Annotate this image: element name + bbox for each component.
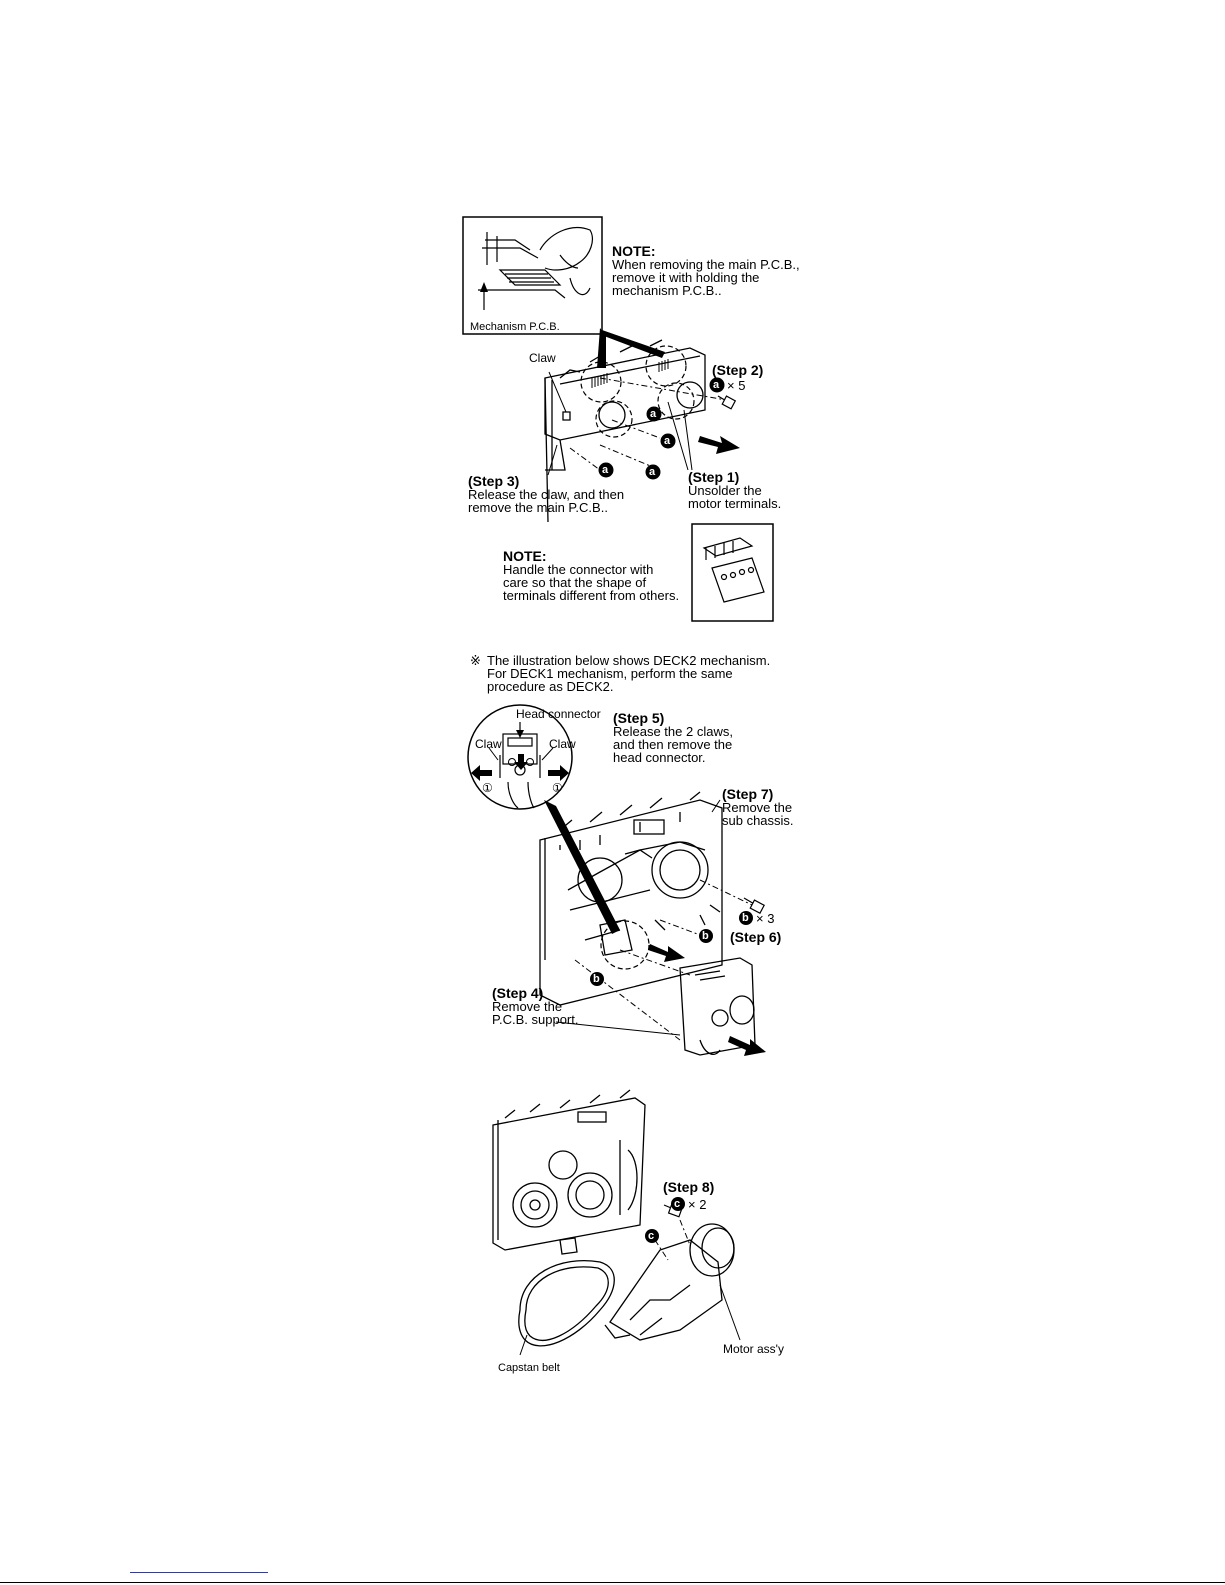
head-connector-label: Head connector [516,707,601,721]
claw-left-label: Claw [475,737,502,751]
capstan-belt-label: Capstan belt [498,1362,560,1374]
motor-assy-label: Motor ass'y [723,1342,784,1356]
marker-a-3: a [664,435,671,447]
step3-title: (Step 3) [468,473,520,489]
inset-label-mechanism-pcb: Mechanism P.C.B. [470,321,560,333]
claw-label: Claw [529,351,556,365]
step2-title: (Step 2) [712,362,764,378]
note2-line-2: care so that the shape of [503,575,647,590]
marker-b-3: b [593,973,600,985]
footer-rule [0,1582,1225,1583]
circled-one-left: ① [482,781,493,795]
intro-line-3: procedure as DECK2. [487,679,614,694]
step8-qty: × 2 [688,1197,707,1212]
marker-b-2: b [702,930,709,942]
step6-title: (Step 6) [730,929,782,945]
step5-title: (Step 5) [613,710,665,726]
marker-a-5: a [649,466,656,478]
step3-line-1: Release the claw, and then [468,487,625,502]
intro-line-2: For DECK1 mechanism, perform the same [487,666,733,681]
step8-title: (Step 8) [663,1179,715,1195]
step7-line-1: Remove the [722,800,793,815]
note2-line-3: terminals different from others. [503,588,680,603]
step5-line-2: and then remove the [613,737,733,752]
step4-title: (Step 4) [492,985,544,1001]
note-line-1b: remove it with holding the [612,270,760,285]
circled-one-right: ① [552,781,563,795]
note-title-2: NOTE: [503,548,547,564]
note-title-1: NOTE: [612,243,656,259]
note2-line-1: Handle the connector with [503,562,654,577]
step1-line-2: motor terminals. [688,496,782,511]
step5-line-3: head connector. [613,750,706,765]
marker-c-1: c [674,1198,681,1210]
marker-b-1: b [742,912,749,924]
step2-qty: × 5 [727,378,746,393]
step7-line-2: sub chassis. [722,813,794,828]
marker-a-4: a [602,464,609,476]
intro-line-1: The illustration below shows DECK2 mecha… [487,653,771,668]
step7-title: (Step 7) [722,786,774,802]
claw-right-label: Claw [549,737,576,751]
footer-link-underline[interactable] [130,1572,268,1573]
note-line-1a: When removing the main P.C.B., [612,257,800,272]
step5-line-1: Release the 2 claws, [613,724,733,739]
intro-mark: ※ [470,653,481,668]
marker-c-2: c [648,1230,655,1242]
step1-title: (Step 1) [688,469,740,485]
step3-line-2: remove the main P.C.B.. [468,500,608,515]
step4-line-1: Remove the [492,999,563,1014]
marker-a-1: a [713,379,720,391]
marker-a-2: a [650,408,657,420]
step6-qty: × 3 [756,911,775,926]
step1-line-1: Unsolder the [688,483,762,498]
note-line-1c: mechanism P.C.B.. [612,283,722,298]
step4-line-2: P.C.B. support. [492,1012,579,1027]
